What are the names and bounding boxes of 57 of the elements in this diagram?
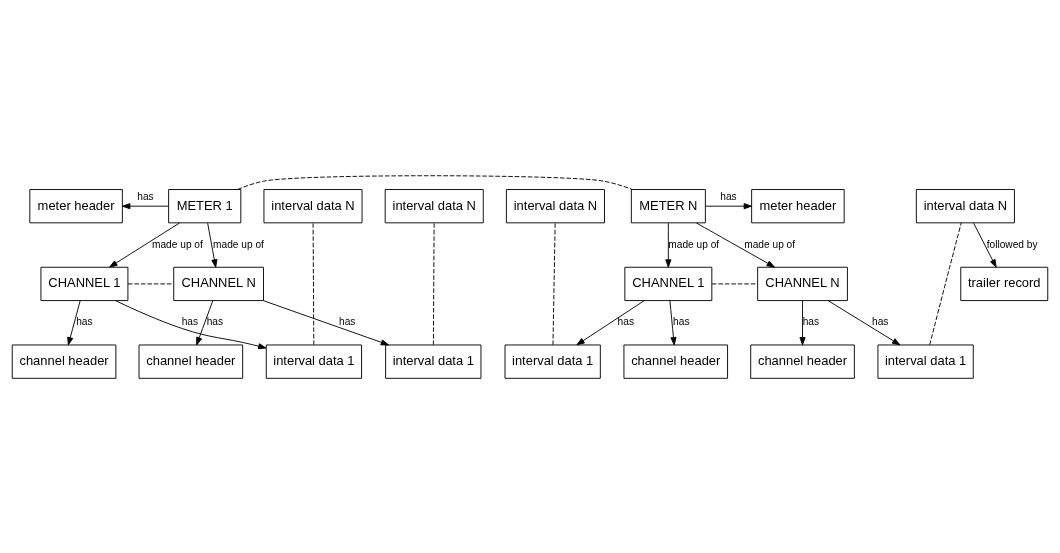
edge-label: made up of [668, 238, 720, 250]
arrow [705, 202, 752, 209]
edge-label: has [339, 315, 356, 327]
arrow [696, 222, 775, 268]
arrow [122, 202, 169, 209]
arrow [827, 299, 901, 345]
node-box: channel header [11, 344, 117, 379]
node-box: interval data 1 [504, 344, 601, 379]
node-box: channel header [750, 344, 855, 379]
edge-label: has [720, 190, 737, 202]
node-box: interval data N [384, 188, 484, 223]
node-box: channel header [138, 344, 244, 379]
arrow [67, 299, 81, 345]
arrow [973, 222, 997, 268]
connector [237, 174, 633, 190]
edge-label: made up of [213, 238, 264, 250]
node-box: interval data 1 [385, 344, 482, 379]
arrow [109, 222, 180, 268]
edge-label: has [206, 315, 224, 327]
connector [127, 282, 175, 284]
node-box: interval data N [505, 188, 605, 223]
node-box: METER 1 [168, 188, 242, 223]
edge-label: has [181, 315, 199, 327]
edge-label: made up of [152, 238, 203, 250]
arrow [799, 299, 806, 345]
edge-label: has [76, 315, 93, 327]
connector [312, 222, 315, 345]
node-box: interval data N [915, 188, 1015, 223]
arrow [576, 299, 645, 345]
arrow [669, 299, 677, 345]
arrow [196, 299, 214, 345]
node-box: METER N [630, 188, 706, 223]
node-box: channel header [623, 344, 729, 379]
edge-label: has [137, 190, 154, 202]
edge-label: has [617, 315, 634, 327]
node-box: CHANNEL 1 [624, 266, 713, 301]
arrow [665, 222, 672, 268]
node-box: meter header [751, 188, 845, 223]
node-box: CHANNEL 1 [40, 266, 129, 301]
node-box: CHANNEL N [173, 266, 264, 301]
edge-label: has [673, 315, 690, 327]
edge-label: made up of [744, 238, 796, 250]
node-box: trailer record [960, 266, 1049, 301]
connector [711, 282, 758, 284]
node-box: interval data N [263, 188, 363, 223]
edge-label: followed by [986, 238, 1038, 250]
node-box: interval data 1 [877, 344, 974, 379]
edge-label: has [802, 315, 820, 327]
connector [432, 222, 435, 345]
connector [552, 222, 556, 345]
node-box: interval data 1 [265, 344, 363, 379]
arrow [262, 299, 390, 345]
edge-label: has [872, 315, 889, 327]
node-box: CHANNEL N [757, 266, 848, 301]
arrow [115, 299, 267, 349]
node-box: meter header [29, 188, 123, 223]
arrow [207, 222, 218, 268]
